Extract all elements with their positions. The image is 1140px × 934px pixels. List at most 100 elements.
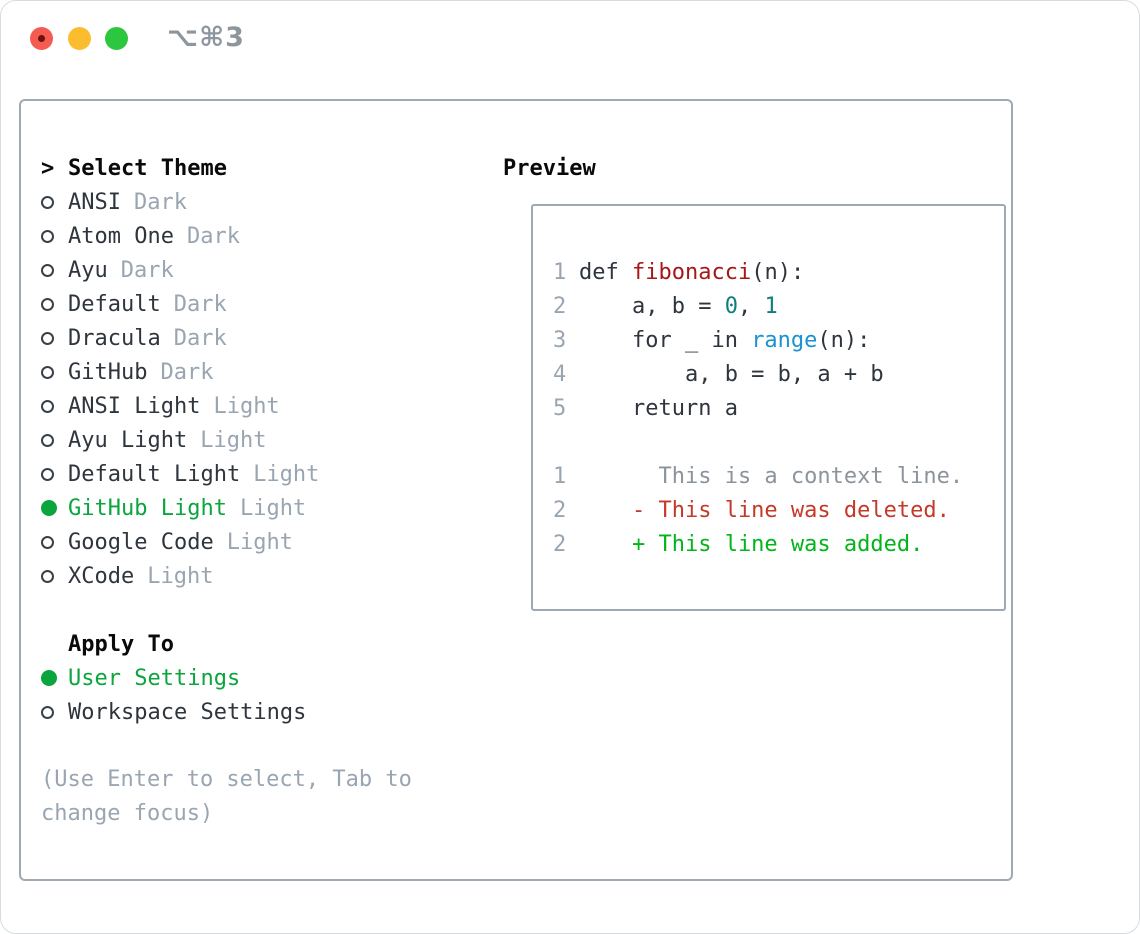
code-line (553, 425, 1004, 459)
code-segment: a, b = b, a + b (579, 361, 884, 387)
code-line: 1 def fibonacci(n): (553, 255, 1004, 289)
code-line: 2 - This line was deleted. (553, 493, 1004, 527)
theme-variant-badge: Light (213, 393, 280, 419)
theme-name: Default Light (68, 461, 241, 487)
code-line: 2 + This line was added. (553, 527, 1004, 561)
theme-variant-badge: Dark (133, 189, 187, 215)
line-number: 1 (553, 463, 567, 489)
theme-option[interactable]: ANSI Dark (41, 185, 461, 219)
code-segment: 1 (764, 293, 778, 319)
code-segment: This is a context line. (579, 463, 964, 489)
theme-variant-badge: Dark (186, 223, 240, 249)
apply-to-header: Apply To (41, 627, 461, 661)
preview-title: Preview (503, 155, 596, 181)
theme-option[interactable]: Default Dark (41, 287, 461, 321)
theme-name: Ayu (68, 257, 108, 283)
theme-name: XCode (68, 563, 135, 589)
code-segment: return a (579, 395, 738, 421)
theme-option[interactable]: Google Code Light (41, 525, 461, 559)
apply-option[interactable]: User Settings (41, 661, 461, 695)
chevron-icon: > (41, 155, 55, 181)
code-segment: , (737, 293, 765, 319)
close-button[interactable] (30, 27, 53, 50)
code-line: 1 This is a context line. (553, 459, 1004, 493)
line-number: 4 (553, 361, 567, 387)
theme-variant-badge: Dark (160, 359, 214, 385)
theme-variant-badge: Dark (173, 291, 227, 317)
radio-icon (41, 263, 54, 277)
radio-icon (41, 705, 54, 719)
theme-option[interactable]: GitHub Dark (41, 355, 461, 389)
code-line: 5 return a (553, 391, 1004, 425)
code-segment: def (579, 259, 632, 285)
line-number: 1 (553, 259, 567, 285)
theme-name: ANSI (68, 189, 121, 215)
theme-variant-badge: Light (226, 529, 293, 555)
code-line: 3 for _ in range(n): (553, 323, 1004, 357)
radio-icon (41, 399, 54, 413)
line-number: 5 (553, 395, 567, 421)
code-segment: - This line was deleted. (579, 497, 950, 523)
radio-icon (41, 569, 54, 583)
radio-icon (41, 229, 54, 243)
radio-icon (41, 297, 54, 311)
radio-selected-icon (41, 500, 57, 516)
title-bar: ⌥⌘3 (1, 1, 1139, 76)
line-number: 2 (553, 531, 567, 557)
code-segment: a, b = (579, 293, 725, 319)
apply-option-label: User Settings (68, 665, 241, 691)
line-number: 2 (553, 497, 567, 523)
theme-option[interactable]: Dracula Dark (41, 321, 461, 355)
spacer (41, 729, 461, 763)
theme-variant-badge: Dark (120, 257, 174, 283)
select-theme-header: > Select Theme (41, 151, 461, 185)
code-segment: (n): (817, 327, 871, 353)
radio-icon (41, 331, 54, 345)
apply-option[interactable]: Workspace Settings (41, 695, 461, 729)
theme-name: ANSI Light (68, 393, 201, 419)
line-number: 3 (553, 327, 567, 353)
theme-name: Google Code (68, 529, 214, 555)
apply-to-list: User Settings Workspace Settings (41, 661, 461, 729)
theme-option[interactable]: Atom One Dark (41, 219, 461, 253)
theme-variant-badge: Light (239, 495, 307, 521)
radio-selected-icon (41, 670, 57, 686)
code-line: 2 a, b = 0, 1 (553, 289, 1004, 323)
code-segment: for _ in (579, 327, 752, 353)
theme-name: Atom One (68, 223, 174, 249)
code-line: 4 a, b = b, a + b (553, 357, 1004, 391)
spacer (41, 593, 461, 627)
apply-to-title: Apply To (68, 631, 174, 657)
theme-variant-badge: Light (200, 427, 267, 453)
theme-option[interactable]: Ayu Dark (41, 253, 461, 287)
theme-option[interactable]: Ayu Light Light (41, 423, 461, 457)
theme-name: Dracula (68, 325, 161, 351)
zoom-button[interactable] (105, 27, 128, 50)
theme-variant-badge: Light (253, 461, 320, 487)
line-number: 2 (553, 293, 567, 319)
hint-text: (Use Enter to select, Tab to change focu… (41, 767, 412, 826)
theme-list-column: > Select Theme ANSI Dark Atom One Dark A… (41, 151, 461, 831)
radio-icon (41, 467, 54, 481)
radio-icon (41, 195, 54, 209)
radio-icon (41, 433, 54, 447)
code-segment: 0 (724, 293, 738, 319)
theme-option[interactable]: ANSI Light Light (41, 389, 461, 423)
preview-column: Preview 1 def fibonacci(n): 2 a, b = 0, … (503, 151, 1006, 611)
code-segment: fibonacci (631, 259, 752, 285)
theme-name: GitHub (68, 359, 148, 385)
theme-list: ANSI Dark Atom One Dark Ayu Dark Default… (41, 185, 461, 593)
theme-option[interactable]: XCode Light (41, 559, 461, 593)
theme-variant-badge: Light (147, 563, 214, 589)
radio-icon (41, 535, 54, 549)
theme-name: Ayu Light (68, 427, 188, 453)
theme-name: GitHub Light (68, 495, 227, 521)
preview-pane: 1 def fibonacci(n): 2 a, b = 0, 1 3 for … (531, 204, 1006, 611)
theme-name: Default (68, 291, 161, 317)
theme-option[interactable]: GitHub Light Light (41, 491, 461, 525)
theme-option[interactable]: Default Light Light (41, 457, 461, 491)
apply-option-label: Workspace Settings (68, 699, 307, 725)
minimize-button[interactable] (68, 27, 91, 50)
code-segment: range (751, 327, 818, 353)
